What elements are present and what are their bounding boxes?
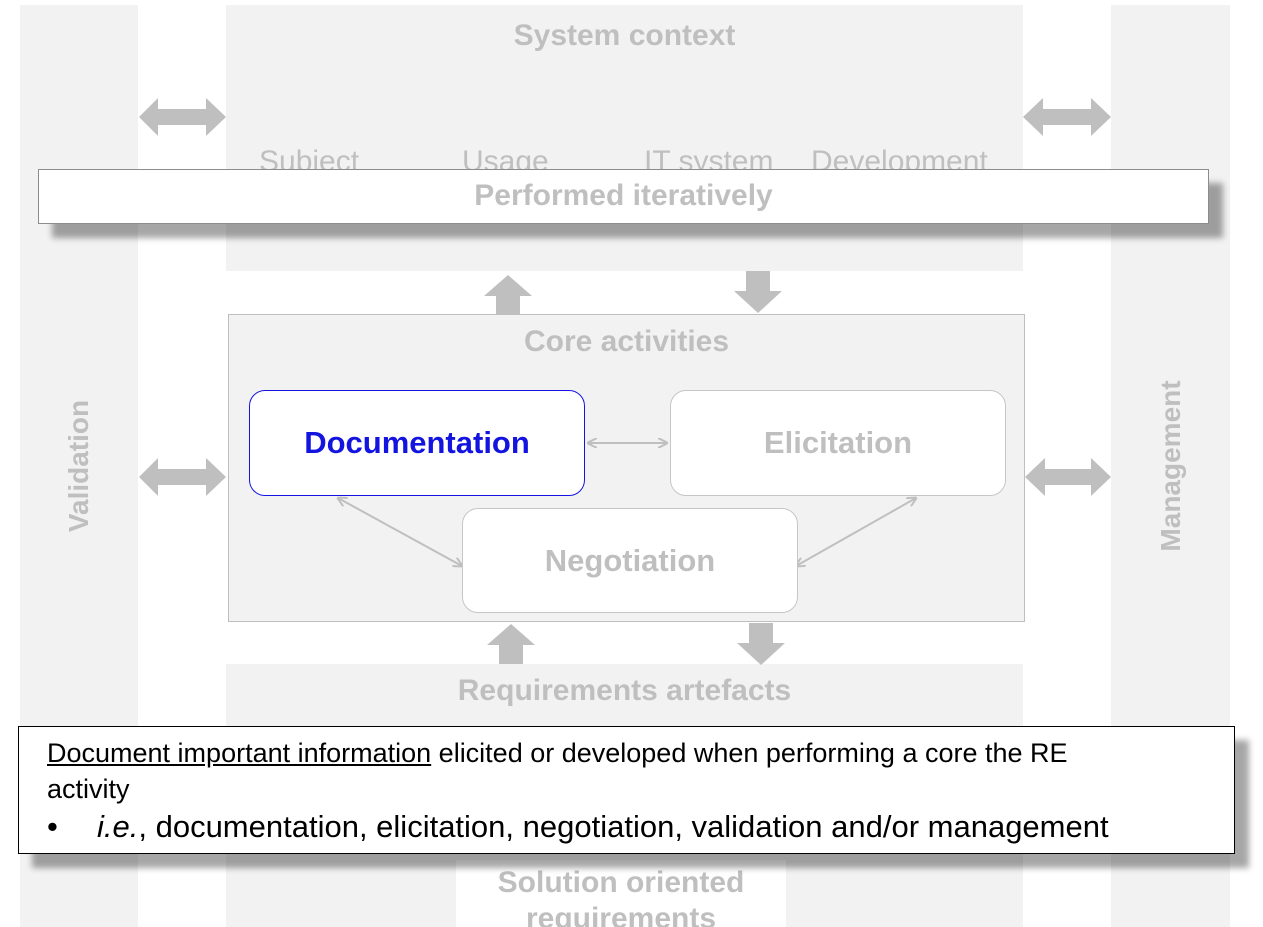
documentation-box[interactable]: Documentation: [249, 390, 585, 496]
note-bullet-text: , documentation, elicitation, negotiatio…: [138, 809, 1109, 844]
double-arrow-icon: [1023, 98, 1111, 136]
up-arrow-icon: [487, 624, 535, 664]
elicitation-box[interactable]: Elicitation: [670, 390, 1006, 496]
core-activities-title: Core activities: [523, 325, 730, 358]
up-arrow-icon: [484, 275, 532, 314]
system-context-title: System context: [513, 19, 736, 52]
negotiation-box[interactable]: Negotiation: [462, 508, 798, 613]
performed-iteratively-banner: Performed iteratively: [38, 169, 1209, 224]
connector-elicit-negot: [796, 498, 916, 566]
down-arrow-icon: [734, 271, 782, 313]
double-arrow-icon: [1025, 458, 1111, 496]
note-underlined-text: Document important information: [47, 738, 432, 768]
solution-line-2: requirements: [525, 902, 717, 927]
note-bullet-italic: i.e.: [97, 809, 139, 844]
requirements-artefacts-title: Requirements artefacts: [457, 674, 792, 707]
solution-line-1: Solution oriented: [497, 866, 745, 899]
bullet-icon: •: [47, 809, 58, 844]
note-text: elicited or developed when performing a …: [431, 738, 1068, 768]
note-line-1: Document important information elicited …: [47, 735, 1234, 771]
solution-oriented-box: Solution oriented requirements: [456, 860, 786, 927]
down-arrow-icon: [737, 623, 785, 665]
documentation-note: Document important information elicited …: [18, 726, 1235, 854]
note-bullet-item: • i.e., documentation, elicitation, negot…: [47, 807, 1234, 847]
connector-doc-negot: [338, 498, 462, 566]
performed-iteratively-label: Performed iteratively: [474, 179, 773, 212]
note-line-2: activity: [47, 774, 130, 804]
double-arrow-icon: [139, 98, 226, 136]
double-arrow-icon: [139, 458, 226, 496]
